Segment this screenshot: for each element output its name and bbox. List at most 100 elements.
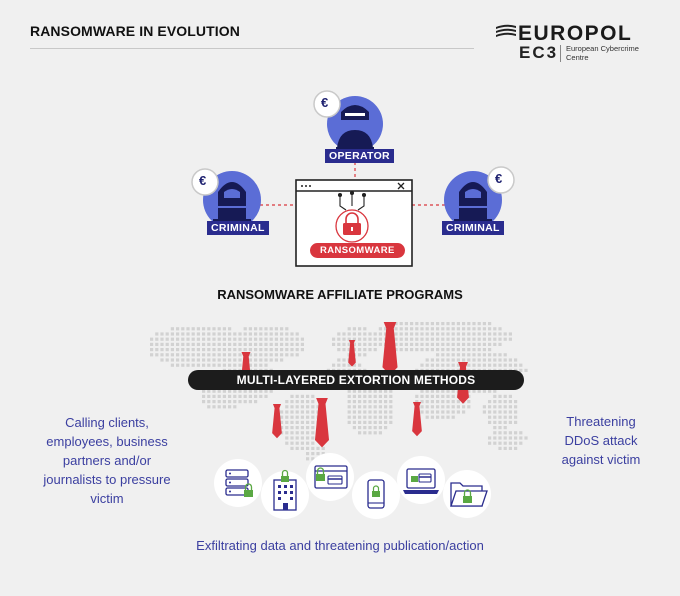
map-dot <box>410 348 414 352</box>
map-dot <box>280 358 284 362</box>
map-dot <box>274 332 278 336</box>
map-dot <box>248 337 252 341</box>
map-dot <box>467 353 471 357</box>
map-dot <box>212 348 216 352</box>
logo-wordmark: EUROPOL <box>518 22 633 45</box>
map-dot <box>373 405 377 409</box>
map-dot <box>238 332 242 336</box>
map-dot <box>269 348 273 352</box>
map-dot <box>503 358 507 362</box>
map-dot <box>368 337 372 341</box>
map-dot <box>196 332 200 336</box>
map-dot <box>420 332 424 336</box>
map-dot <box>337 337 341 341</box>
map-dot <box>202 348 206 352</box>
map-dot <box>430 342 434 346</box>
map-dot <box>410 332 414 336</box>
map-dot <box>482 363 486 367</box>
map-dot <box>347 332 351 336</box>
map-dot <box>186 332 190 336</box>
map-dot <box>508 400 512 404</box>
map-dot <box>254 332 258 336</box>
map-dot <box>415 332 419 336</box>
map-dot <box>207 342 211 346</box>
map-dot <box>514 363 518 367</box>
map-dot <box>155 342 159 346</box>
map-dot <box>503 436 507 440</box>
map-dot <box>488 441 492 445</box>
map-dot <box>269 342 273 346</box>
map-dot <box>508 410 512 414</box>
map-dot <box>295 426 299 430</box>
map-dot <box>368 332 372 336</box>
map-dot <box>456 327 460 331</box>
map-dot <box>352 342 356 346</box>
map-dot <box>160 342 164 346</box>
map-dot <box>389 420 393 424</box>
map-dot <box>436 415 440 419</box>
map-dot <box>436 358 440 362</box>
map-dot <box>472 332 476 336</box>
map-dot <box>363 410 367 414</box>
map-dot <box>222 332 226 336</box>
map-dot <box>254 327 258 331</box>
map-dot <box>311 405 315 409</box>
map-dot <box>181 363 185 367</box>
map-dot <box>425 415 429 419</box>
map-dot <box>259 363 263 367</box>
map-dot <box>191 327 195 331</box>
map-dot <box>488 358 492 362</box>
map-dot <box>259 389 263 393</box>
map-dot <box>306 431 310 435</box>
map-dot <box>456 358 460 362</box>
map-dot <box>399 348 403 352</box>
laptop-card-icon <box>397 456 445 504</box>
map-dot <box>342 348 346 352</box>
map-dot <box>488 410 492 414</box>
map-dot <box>420 322 424 326</box>
map-dot <box>285 405 289 409</box>
map-dot <box>243 389 247 393</box>
map-dot <box>482 322 486 326</box>
map-dot <box>368 415 372 419</box>
map-dot <box>363 342 367 346</box>
map-dot <box>363 420 367 424</box>
map-dot <box>514 431 518 435</box>
map-dot <box>503 446 507 450</box>
map-dot <box>352 420 356 424</box>
map-dot <box>462 327 466 331</box>
map-dot <box>430 363 434 367</box>
circuit-icon <box>337 190 367 211</box>
map-dot <box>482 327 486 331</box>
map-dot <box>196 337 200 341</box>
map-dot <box>222 389 226 393</box>
map-dot <box>493 410 497 414</box>
map-dot <box>202 358 206 362</box>
map-dot <box>430 415 434 419</box>
map-dot <box>196 353 200 357</box>
map-dot <box>514 405 518 409</box>
map-dot <box>493 415 497 419</box>
map-dot <box>170 363 174 367</box>
map-dot <box>358 431 362 435</box>
map-dot <box>181 348 185 352</box>
map-dot <box>332 363 336 367</box>
map-dot <box>493 332 497 336</box>
map-dot <box>254 337 258 341</box>
map-dot <box>524 368 528 372</box>
map-dot <box>373 342 377 346</box>
operator-label: OPERATOR <box>325 149 394 163</box>
map-dot <box>363 394 367 398</box>
map-dot <box>285 410 289 414</box>
map-dot <box>384 394 388 398</box>
map-dot <box>311 446 315 450</box>
map-dot <box>165 342 169 346</box>
map-dot <box>306 400 310 404</box>
map-dot <box>347 348 351 352</box>
map-dot <box>378 342 382 346</box>
map-dot <box>373 431 377 435</box>
map-dot <box>514 446 518 450</box>
map-dot <box>488 415 492 419</box>
map-dot <box>519 368 523 372</box>
map-dot <box>295 400 299 404</box>
